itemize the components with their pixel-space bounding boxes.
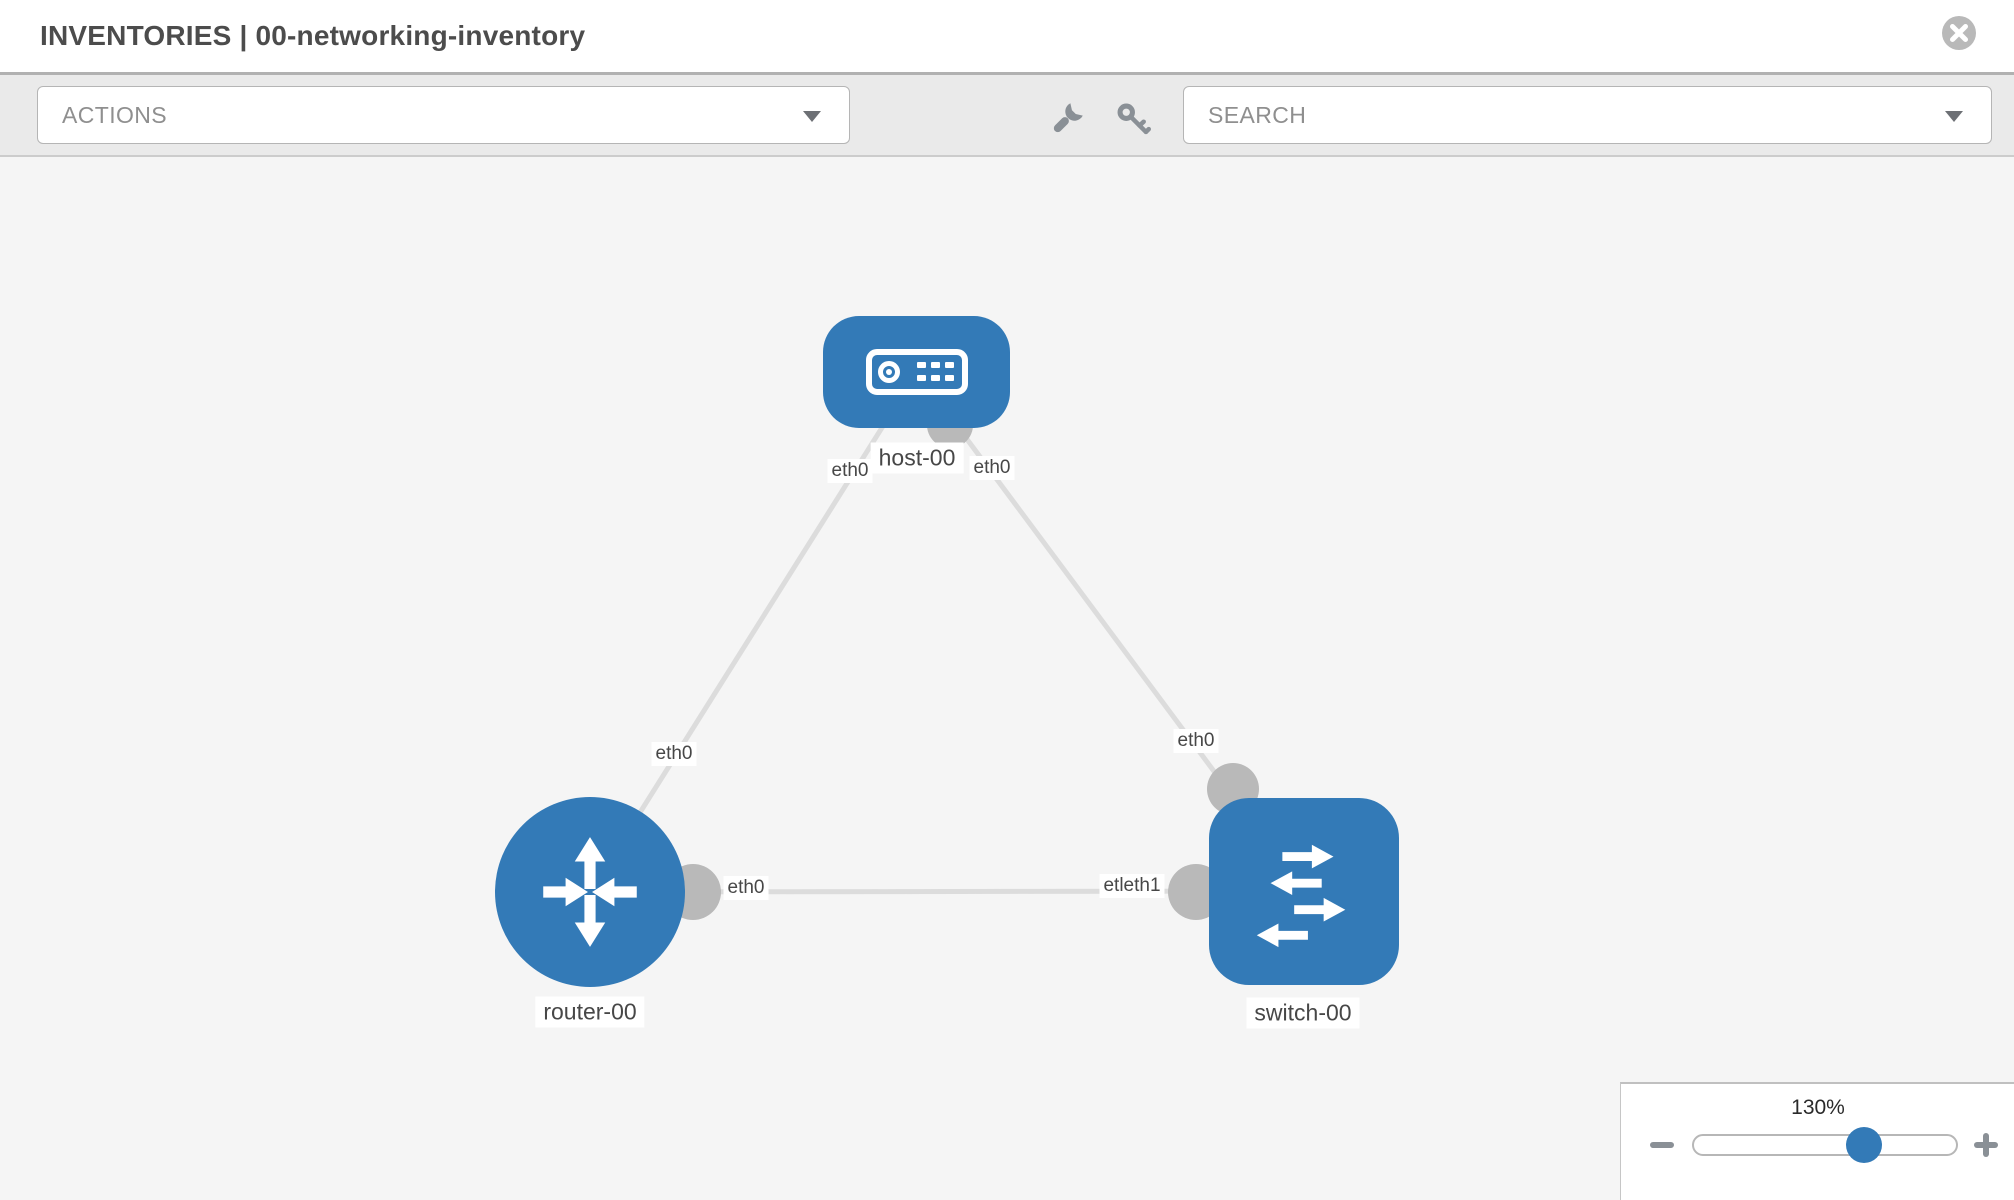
search-dropdown-label: SEARCH xyxy=(1208,102,1307,128)
actions-dropdown-label: ACTIONS xyxy=(62,102,168,128)
close-button[interactable] xyxy=(1941,15,1977,51)
zoom-panel: 130% xyxy=(1620,1082,2014,1200)
wrench-icon xyxy=(1053,103,1083,133)
minus-icon xyxy=(1650,1142,1674,1148)
chevron-down-icon xyxy=(803,111,821,122)
actions-dropdown[interactable]: ACTIONS xyxy=(37,86,850,144)
page-title: INVENTORIES | 00-networking-inventory xyxy=(40,20,586,51)
interface-label: eth0 xyxy=(651,742,697,766)
node-host-00[interactable] xyxy=(823,316,1010,428)
configure-tool-button[interactable] xyxy=(1049,101,1085,137)
chevron-down-icon xyxy=(1945,111,1963,122)
zoom-out-button[interactable] xyxy=(1646,1129,1678,1161)
node-router-00[interactable] xyxy=(495,797,685,987)
node-label-router-00: router-00 xyxy=(535,996,645,1028)
node-switch-00[interactable] xyxy=(1209,798,1399,985)
interface-label: eth0 xyxy=(969,456,1015,480)
zoom-level: 130% xyxy=(1791,1096,1845,1119)
interface-label: etleth1 xyxy=(1099,874,1165,898)
search-dropdown[interactable]: SEARCH xyxy=(1183,86,1992,144)
zoom-slider-handle[interactable] xyxy=(1846,1127,1882,1163)
plus-icon xyxy=(1983,1133,1989,1157)
close-icon xyxy=(1942,16,1976,50)
link-host-router[interactable] xyxy=(587,370,920,894)
interface-label: eth0 xyxy=(1173,729,1219,753)
toolbar: ACTIONS SEARCH xyxy=(0,72,2014,157)
node-label-switch-00: switch-00 xyxy=(1246,997,1360,1029)
header: INVENTORIES | 00-networking-inventory xyxy=(0,0,2014,72)
credentials-tool-button[interactable] xyxy=(1115,101,1151,137)
host-icon xyxy=(865,349,968,395)
node-label-host-00: host-00 xyxy=(870,442,964,474)
switch-icon xyxy=(1256,844,1346,947)
topology-links-layer xyxy=(587,370,1306,920)
router-icon xyxy=(543,837,637,947)
zoom-slider[interactable] xyxy=(1692,1134,1958,1156)
zoom-in-button[interactable] xyxy=(1970,1129,2002,1161)
key-icon xyxy=(1117,103,1151,135)
interface-label: eth0 xyxy=(723,876,769,900)
topology-canvas[interactable]: eth0 eth0 eth0 eth0 eth0 etleth1 host-00… xyxy=(0,157,2014,1200)
interface-label: eth0 xyxy=(827,459,873,483)
